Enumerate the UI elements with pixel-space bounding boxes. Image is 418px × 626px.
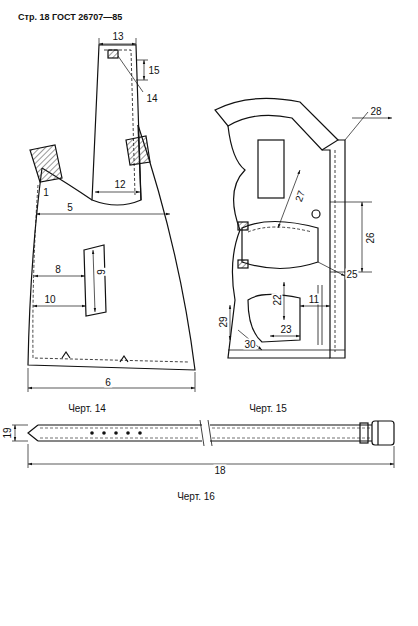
dimension-number: 11 [308,294,320,305]
dimension-number: 12 [113,179,126,190]
figure-caption: Черт. 14 [67,403,107,414]
dimension-number: 18 [213,465,226,476]
dimension-number: 1 [42,187,50,198]
dimension-number: 5 [66,202,74,213]
dimension-number: 23 [279,324,292,335]
dimension-number: 13 [111,31,124,42]
figure-caption: Черт. 15 [248,403,288,414]
drawing-15 [215,98,392,358]
dimension-number: 28 [369,106,382,117]
dimension-number: 10 [43,294,56,305]
dimension-number: 14 [145,93,158,104]
dimension-number: 29 [218,315,229,328]
dimension-number: 9 [96,268,107,276]
dimension-number: 26 [365,231,376,244]
dimension-number: 8 [54,264,62,275]
drawing-14 [28,38,195,392]
dimension-number: 19 [2,426,13,439]
dimension-number: 6 [104,377,112,388]
dimension-number: 30 [243,339,256,350]
dimension-number: 27 [293,188,308,204]
page-header: Стр. 18 ГОСТ 26707—85 [18,12,122,22]
dimension-number: 15 [147,65,160,76]
figure-caption: Черт. 16 [176,491,216,502]
drawing-16 [12,420,394,468]
dimension-number: 22 [272,293,283,306]
dimension-number: 25 [345,269,358,280]
